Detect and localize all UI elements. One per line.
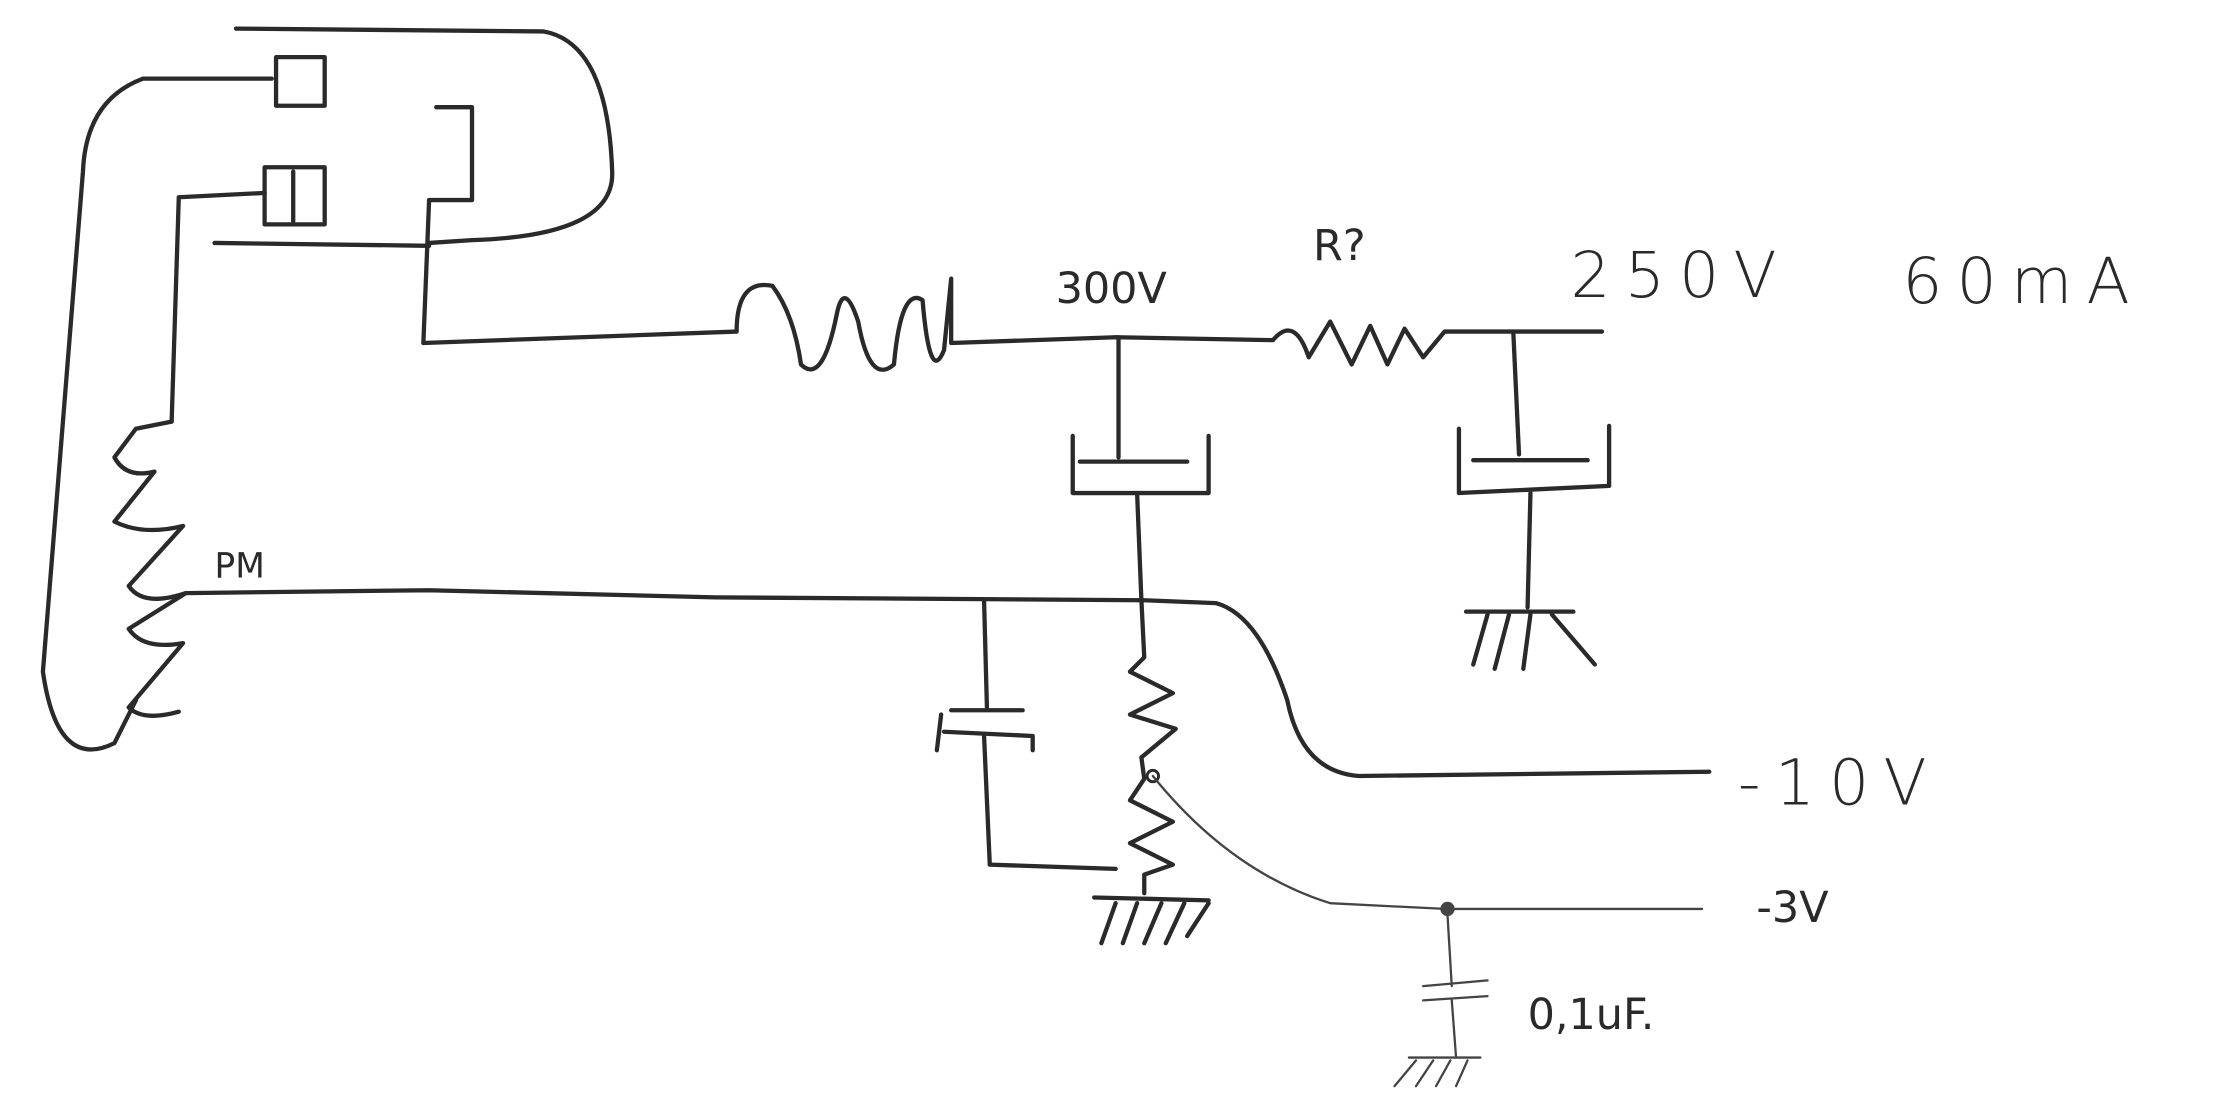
filter-capacitor-2 <box>1456 329 1612 610</box>
label-250v: 250V <box>1570 239 1790 312</box>
bypass-capacitor <box>1393 913 1489 1088</box>
rectifier-tube <box>40 26 615 752</box>
filter-capacitor-1 <box>1070 335 1211 603</box>
bias-capacitor <box>934 598 1118 872</box>
transformer-winding <box>112 419 189 718</box>
tube-to-transformer <box>169 190 267 424</box>
label-r-unknown: R? <box>1313 221 1366 271</box>
label-bypass-cap: 0,1uF. <box>1528 990 1655 1040</box>
tap-label: PM <box>215 546 265 586</box>
label-300v: 300V <box>1056 264 1167 314</box>
junction-dot <box>1440 901 1455 917</box>
filament-wire <box>40 76 274 752</box>
dropping-resistor <box>1113 319 1605 367</box>
label-60ma: 60mA <box>1902 245 2144 318</box>
label-neg-10v: -10V <box>1738 747 1941 820</box>
divider-tap-node <box>1145 768 1160 784</box>
label-neg-3v: -3V <box>1756 883 1828 933</box>
choke-inductor <box>421 276 1118 372</box>
divider-resistor <box>1127 598 1178 896</box>
neg-3v-wire <box>1151 774 1704 911</box>
ground-symbol-2 <box>1092 895 1211 946</box>
tube-pin-1 <box>273 55 327 108</box>
center-tap-wire <box>183 588 1712 779</box>
tube-pin-2 <box>262 165 327 227</box>
plate-lead <box>421 105 475 346</box>
ground-symbol-1 <box>1463 609 1597 671</box>
filament-loop <box>233 26 615 246</box>
